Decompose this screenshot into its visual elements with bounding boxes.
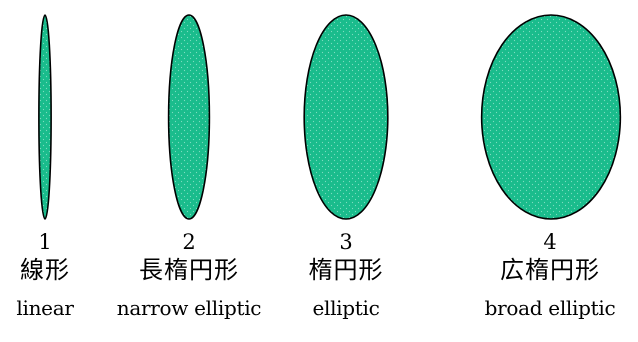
leaf-japanese-name: 線形 (5, 258, 85, 298)
leaf-japanese-name: 楕円形 (290, 258, 402, 298)
leaf-narrow-elliptic-shape (169, 15, 210, 219)
leaf-english-name: narrow elliptic (98, 298, 280, 318)
leaf-elliptic-shape (304, 15, 388, 219)
leaf-label-linear: 1 線形 linear (5, 232, 85, 318)
leaf-number: 1 (5, 232, 85, 258)
leaf-label-elliptic: 3 楕円形 elliptic (290, 232, 402, 318)
leaf-linear-shape (39, 15, 51, 219)
leaf-number: 2 (98, 232, 280, 258)
leaf-shapes-diagram (0, 0, 638, 230)
leaf-english-name: broad elliptic (462, 298, 638, 318)
leaf-japanese-name: 長楕円形 (98, 258, 280, 298)
leaf-japanese-name: 広楕円形 (462, 258, 638, 298)
leaf-label-broad-elliptic: 4 広楕円形 broad elliptic (462, 232, 638, 318)
leaf-number: 4 (462, 232, 638, 258)
leaf-broad-elliptic-shape (482, 15, 621, 219)
leaf-label-narrow-elliptic: 2 長楕円形 narrow elliptic (98, 232, 280, 318)
leaf-english-name: elliptic (290, 298, 402, 318)
leaf-english-name: linear (5, 298, 85, 318)
leaf-number: 3 (290, 232, 402, 258)
